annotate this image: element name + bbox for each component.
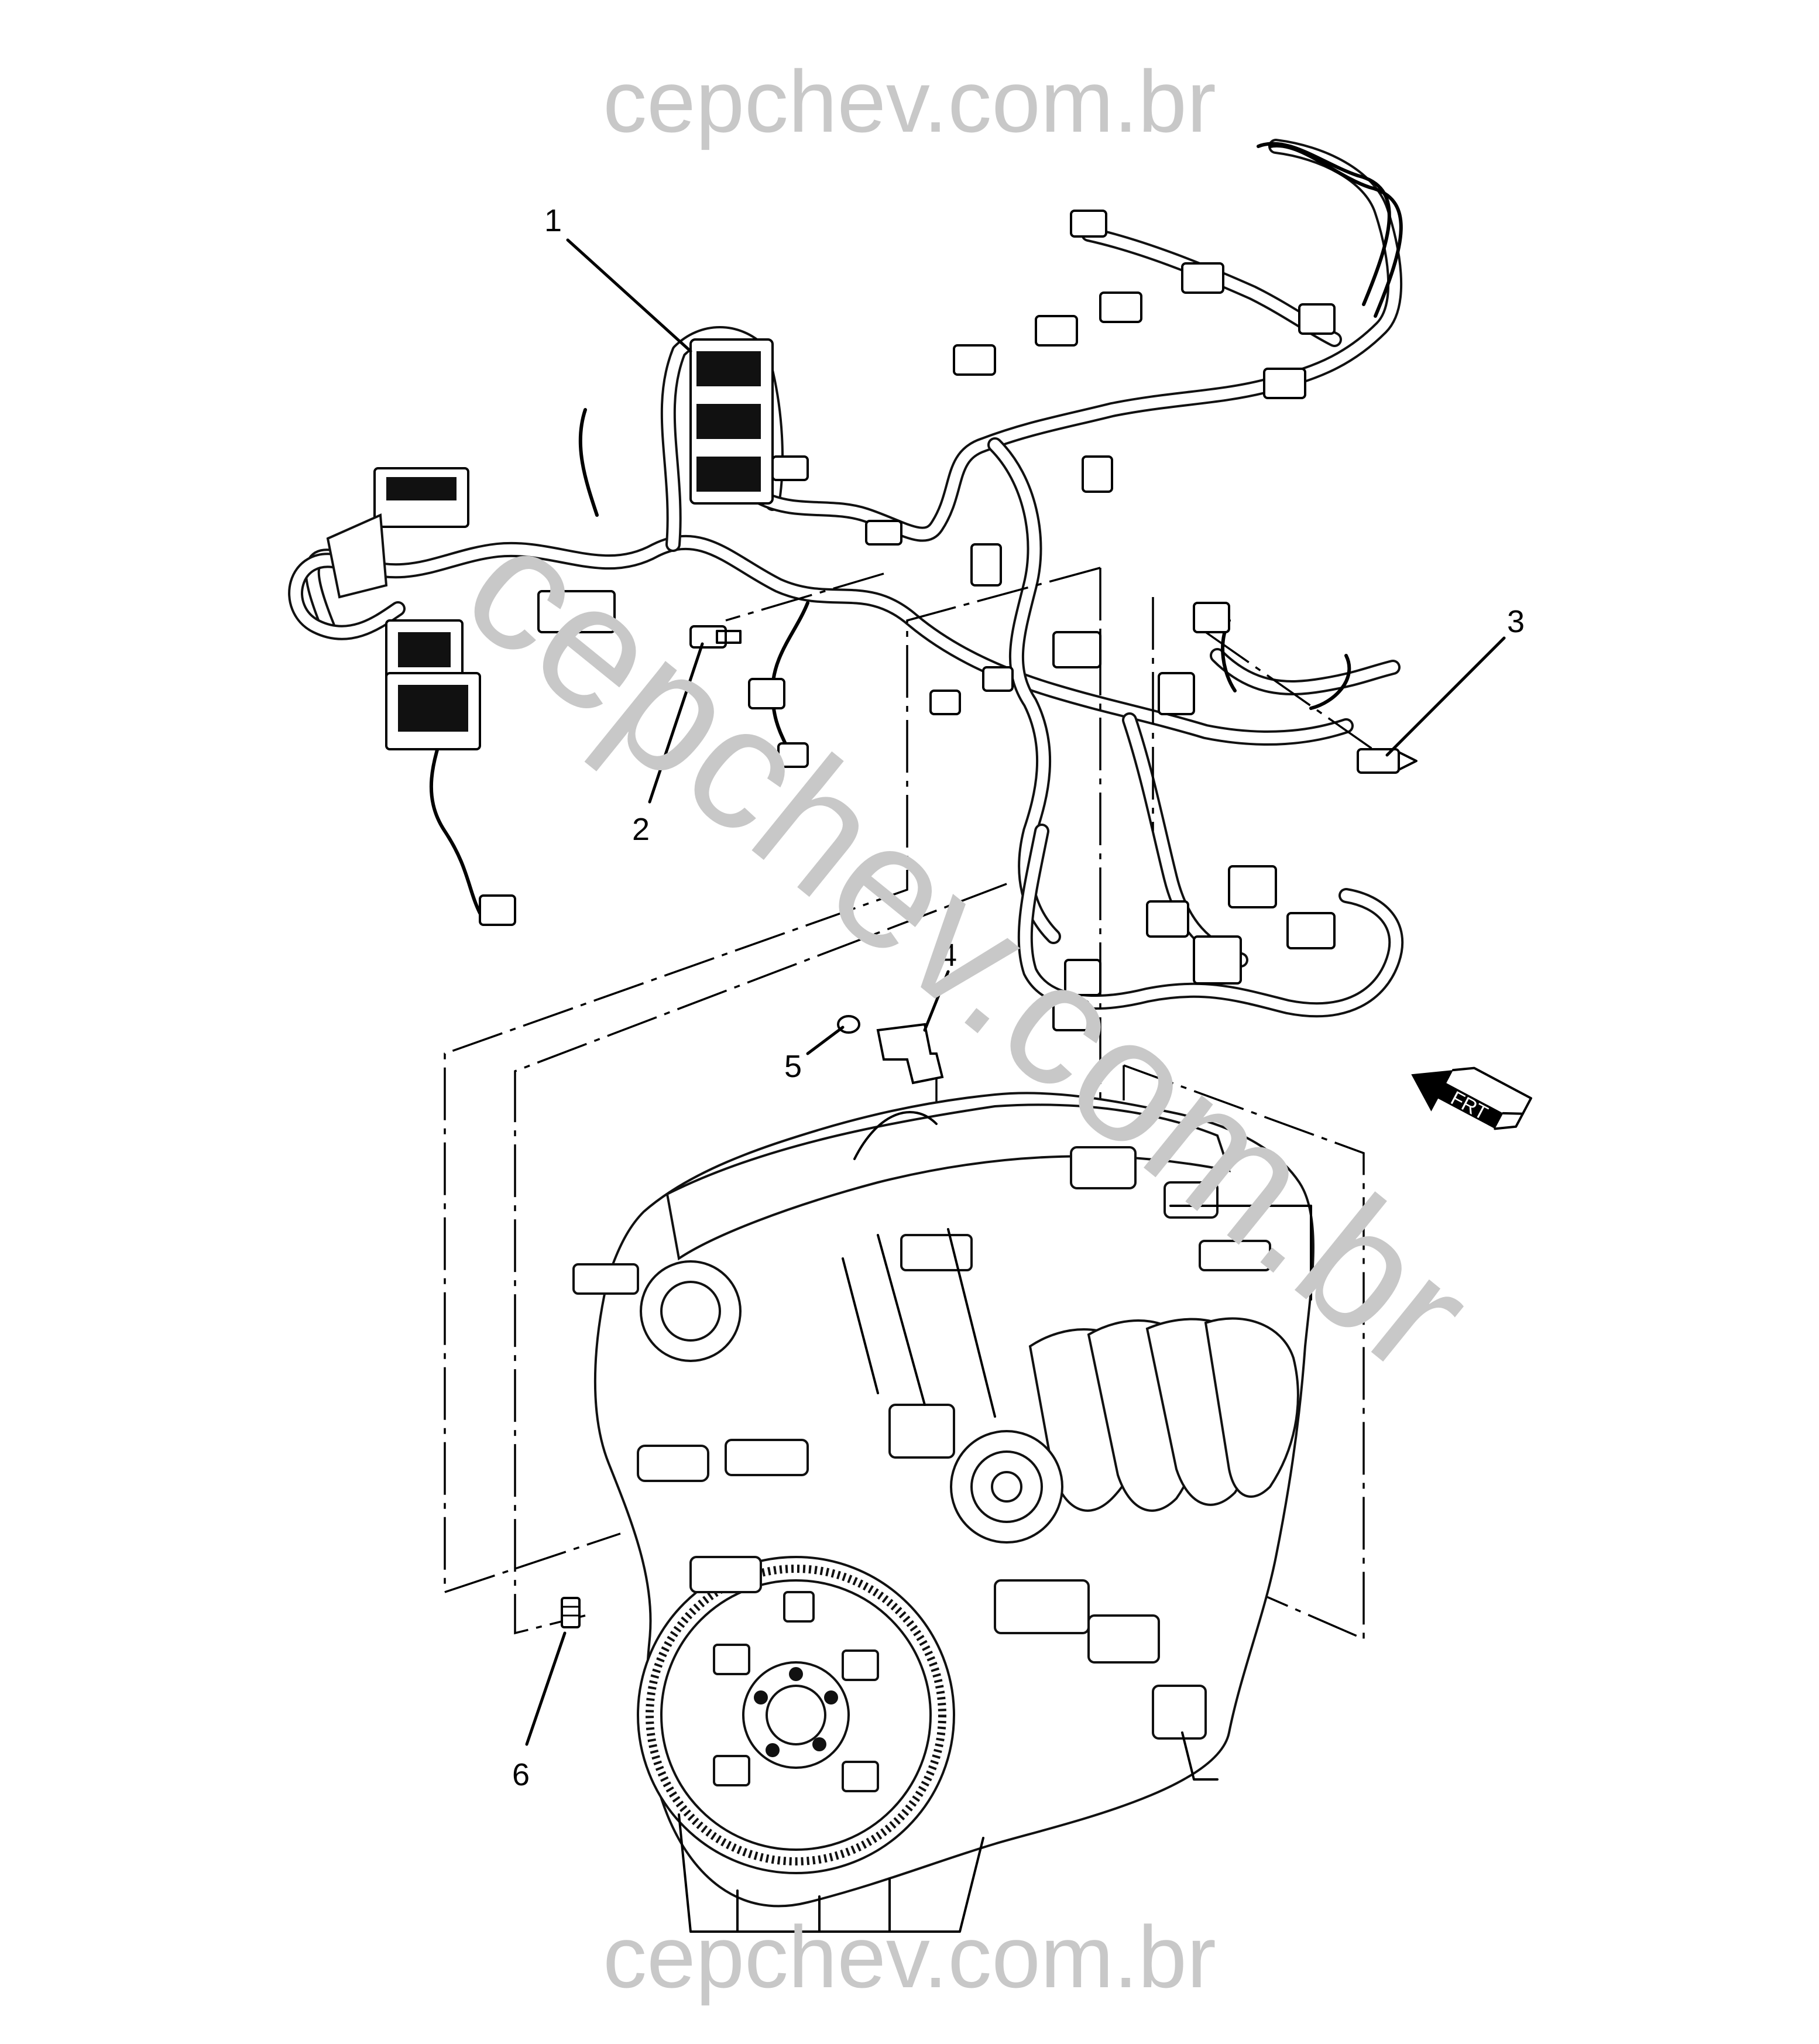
bolt-2 <box>689 625 742 649</box>
bolt-3 <box>1357 748 1418 774</box>
watermark-bottom: cepchev.com.br <box>603 1908 1216 2006</box>
callout-6: 6 <box>512 1757 530 1792</box>
front-indicator: FRT <box>1411 1066 1532 1130</box>
callout-leaders <box>525 238 1506 1746</box>
callout-5: 5 <box>784 1049 802 1084</box>
callout-2: 2 <box>632 812 650 847</box>
fasteners <box>561 625 1418 1628</box>
harness-connectors <box>326 210 1336 1031</box>
callout-3: 3 <box>1507 604 1525 639</box>
watermark-top: cepchev.com.br <box>603 52 1216 150</box>
engine-assembly <box>572 1092 1315 1933</box>
stud-6 <box>561 1597 581 1628</box>
bracket-4 <box>876 1023 944 1085</box>
callout-1: 1 <box>544 203 562 238</box>
callout-4: 4 <box>939 938 957 973</box>
flywheel <box>637 1556 955 1874</box>
front-arrow-icon <box>1411 1070 1504 1129</box>
callout-labels: 1 2 3 4 5 6 <box>512 203 1525 1792</box>
alignment-lines <box>444 567 1382 1641</box>
